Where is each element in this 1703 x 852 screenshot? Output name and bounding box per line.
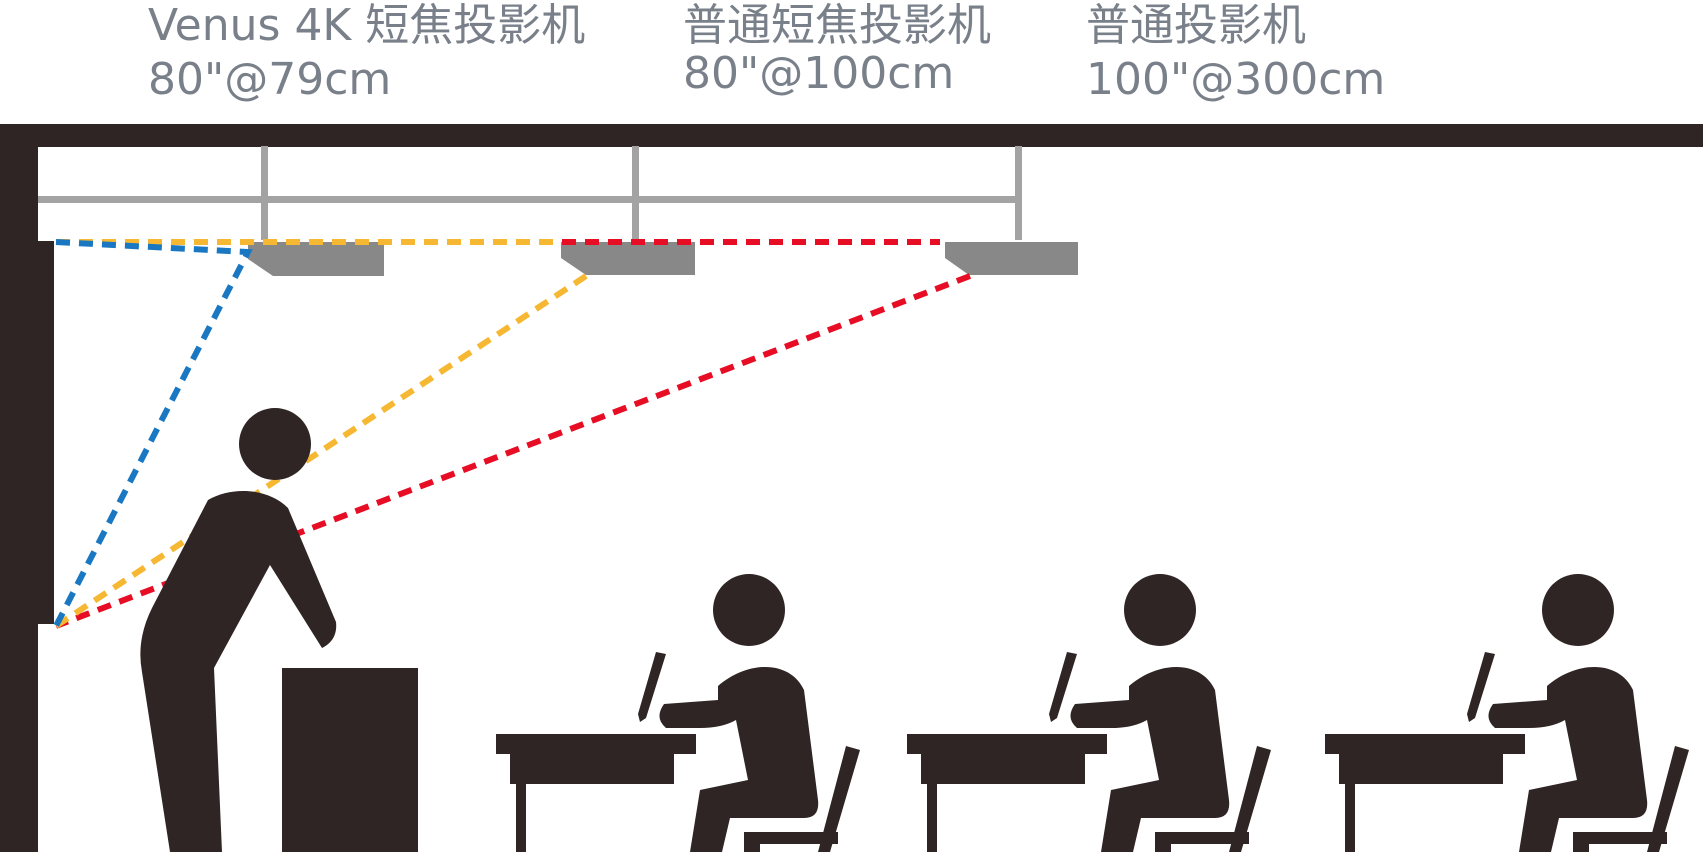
short-throw-projector-label: 普通短焦投影机 80"@100cm bbox=[683, 4, 991, 96]
front-wall bbox=[0, 124, 38, 852]
student-group-1 bbox=[496, 574, 860, 852]
student-group-3 bbox=[1325, 574, 1689, 852]
student-desk-top bbox=[907, 734, 1107, 754]
mount-pole-standard bbox=[1015, 146, 1022, 240]
short-throw-projector-beam bbox=[54, 239, 588, 629]
lectern bbox=[282, 668, 418, 852]
student-head bbox=[1542, 574, 1614, 646]
mount-pole-venus bbox=[261, 146, 268, 240]
student-desk-top bbox=[1325, 734, 1525, 754]
standard-projector-label: 普通投影机 100"@300cm bbox=[1086, 4, 1385, 102]
student-body bbox=[1488, 666, 1648, 852]
student-desk-drawer bbox=[510, 750, 674, 784]
mount-pole-short-throw bbox=[632, 146, 639, 240]
venus-4k-projector-distance: 80"@79cm bbox=[148, 54, 392, 105]
student-body bbox=[1070, 666, 1230, 852]
projection-screen bbox=[36, 241, 54, 624]
short-throw-projector bbox=[561, 242, 695, 275]
teacher-figure bbox=[140, 408, 418, 852]
teacher-head bbox=[239, 408, 311, 480]
venus-4k-projector-label: Venus 4K 短焦投影机 80"@79cm bbox=[148, 4, 585, 102]
student-chair bbox=[1573, 746, 1689, 852]
standard-projector bbox=[945, 242, 1078, 275]
student-desk-leg bbox=[516, 780, 526, 852]
student-desk-leg bbox=[927, 780, 937, 852]
venus-4k-projector bbox=[248, 242, 384, 276]
student-head bbox=[1124, 574, 1196, 646]
short-throw-projector-name: 普通短焦投影机 bbox=[683, 0, 991, 51]
student-desk-leg bbox=[1345, 780, 1355, 852]
student-chair bbox=[744, 746, 860, 852]
student-head bbox=[713, 574, 785, 646]
teacher-body bbox=[140, 490, 337, 852]
student-desk-drawer bbox=[1339, 750, 1503, 784]
student-group-2 bbox=[907, 574, 1271, 852]
ceiling-beam bbox=[0, 124, 1703, 147]
student-body bbox=[659, 666, 819, 852]
standard-projector-name: 普通投影机 bbox=[1086, 0, 1306, 51]
venus-4k-projector-name: Venus 4K 短焦投影机 bbox=[148, 0, 586, 51]
student-desk-top bbox=[496, 734, 696, 754]
student-pencil bbox=[1467, 652, 1495, 722]
venus-4k-projector-beam bbox=[53, 239, 253, 628]
student-desk-drawer bbox=[921, 750, 1085, 784]
student-pencil bbox=[638, 652, 666, 722]
standard-projector-distance: 100"@300cm bbox=[1086, 54, 1386, 105]
student-chair bbox=[1155, 746, 1271, 852]
student-pencil bbox=[1049, 652, 1077, 722]
mount-rail bbox=[38, 196, 1020, 203]
short-throw-projector-distance: 80"@100cm bbox=[683, 48, 955, 99]
